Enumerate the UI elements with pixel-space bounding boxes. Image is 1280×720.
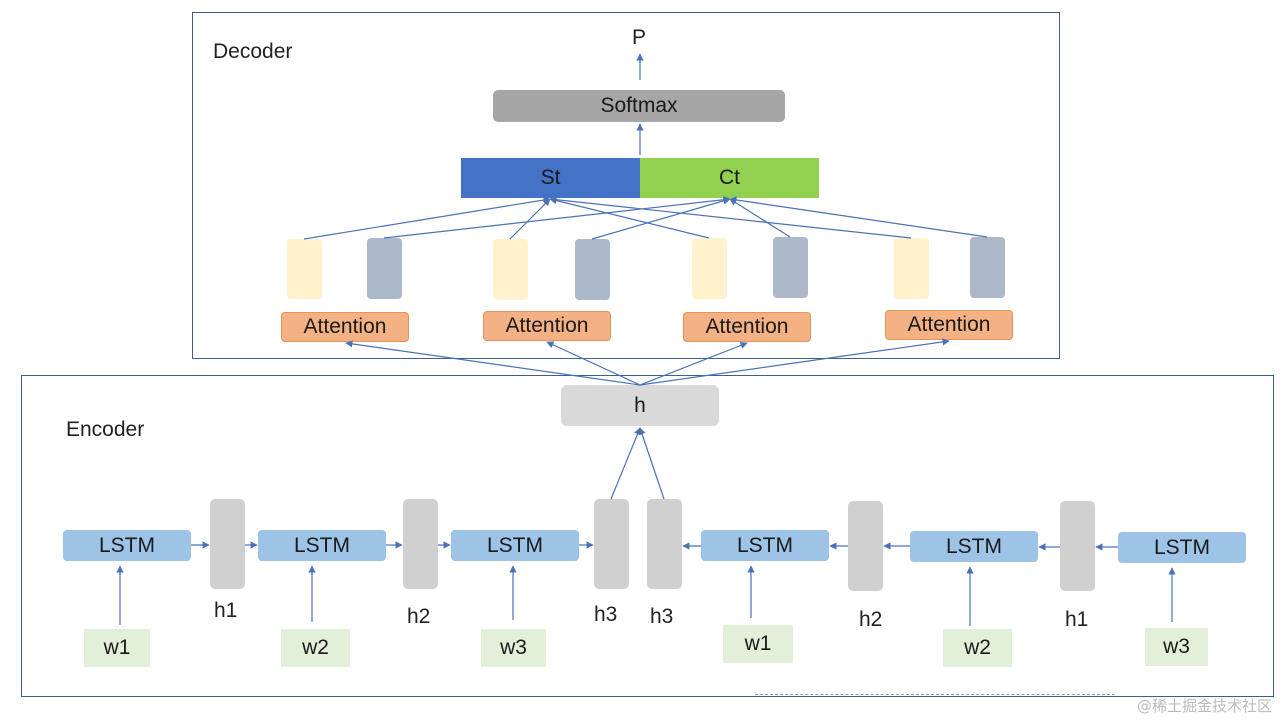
- attention-block-1: Attention: [281, 312, 409, 342]
- output-label-p: P: [632, 26, 647, 49]
- state-st: St: [461, 158, 640, 198]
- hidden-label-backward-h2: h2: [859, 608, 883, 631]
- hidden-label-forward-h2: h2: [407, 605, 431, 628]
- encoder-title: Encoder: [66, 418, 145, 441]
- hidden-label-backward-h3: h3: [650, 605, 674, 628]
- encoder-output-h: h: [561, 385, 719, 426]
- attention-output-cell-1: [287, 239, 322, 299]
- lstm-backward-1: LSTM: [701, 530, 829, 561]
- attention-weight-cell-4: [970, 237, 1005, 298]
- attention-block-2: Attention: [483, 311, 611, 341]
- attention-weight-cell-1: [367, 238, 402, 299]
- decoder-title: Decoder: [213, 40, 293, 63]
- lstm-forward-1: LSTM: [63, 530, 191, 561]
- lstm-backward-3: LSTM: [1118, 532, 1246, 563]
- attention-weight-cell-2: [575, 239, 610, 300]
- hidden-cell-forward-h3: [594, 499, 629, 589]
- hidden-label-backward-h1: h1: [1065, 608, 1089, 631]
- hidden-label-forward-h3: h3: [594, 603, 618, 626]
- lstm-forward-3: LSTM: [451, 530, 579, 561]
- hidden-label-forward-h1: h1: [214, 599, 238, 622]
- hidden-cell-forward-h1: [210, 499, 245, 589]
- hidden-cell-backward-h2: [848, 501, 883, 591]
- word-input-w2: w2: [281, 629, 350, 667]
- softmax-layer: Softmax: [493, 90, 785, 122]
- hidden-cell-backward-h1: [1060, 501, 1095, 591]
- word-input-w3: w3: [481, 629, 546, 667]
- lstm-backward-2: LSTM: [910, 531, 1038, 562]
- word-input-w1-reverse: w1: [723, 625, 793, 663]
- attention-block-4: Attention: [885, 310, 1013, 340]
- word-input-w1: w1: [84, 629, 150, 667]
- word-input-w3-reverse: w3: [1145, 628, 1208, 666]
- watermark-divider: [755, 694, 1115, 695]
- word-input-w2-reverse: w2: [943, 629, 1012, 667]
- attention-weight-cell-3: [773, 237, 808, 298]
- attention-output-cell-4: [894, 238, 929, 299]
- attention-block-3: Attention: [683, 312, 811, 342]
- hidden-cell-backward-h3: [647, 499, 682, 589]
- watermark: @稀土掘金技术社区: [1136, 697, 1272, 715]
- hidden-cell-forward-h2: [403, 499, 438, 589]
- attention-output-cell-2: [493, 239, 528, 300]
- context-ct: Ct: [640, 158, 819, 198]
- lstm-forward-2: LSTM: [258, 530, 386, 561]
- attention-output-cell-3: [692, 238, 727, 299]
